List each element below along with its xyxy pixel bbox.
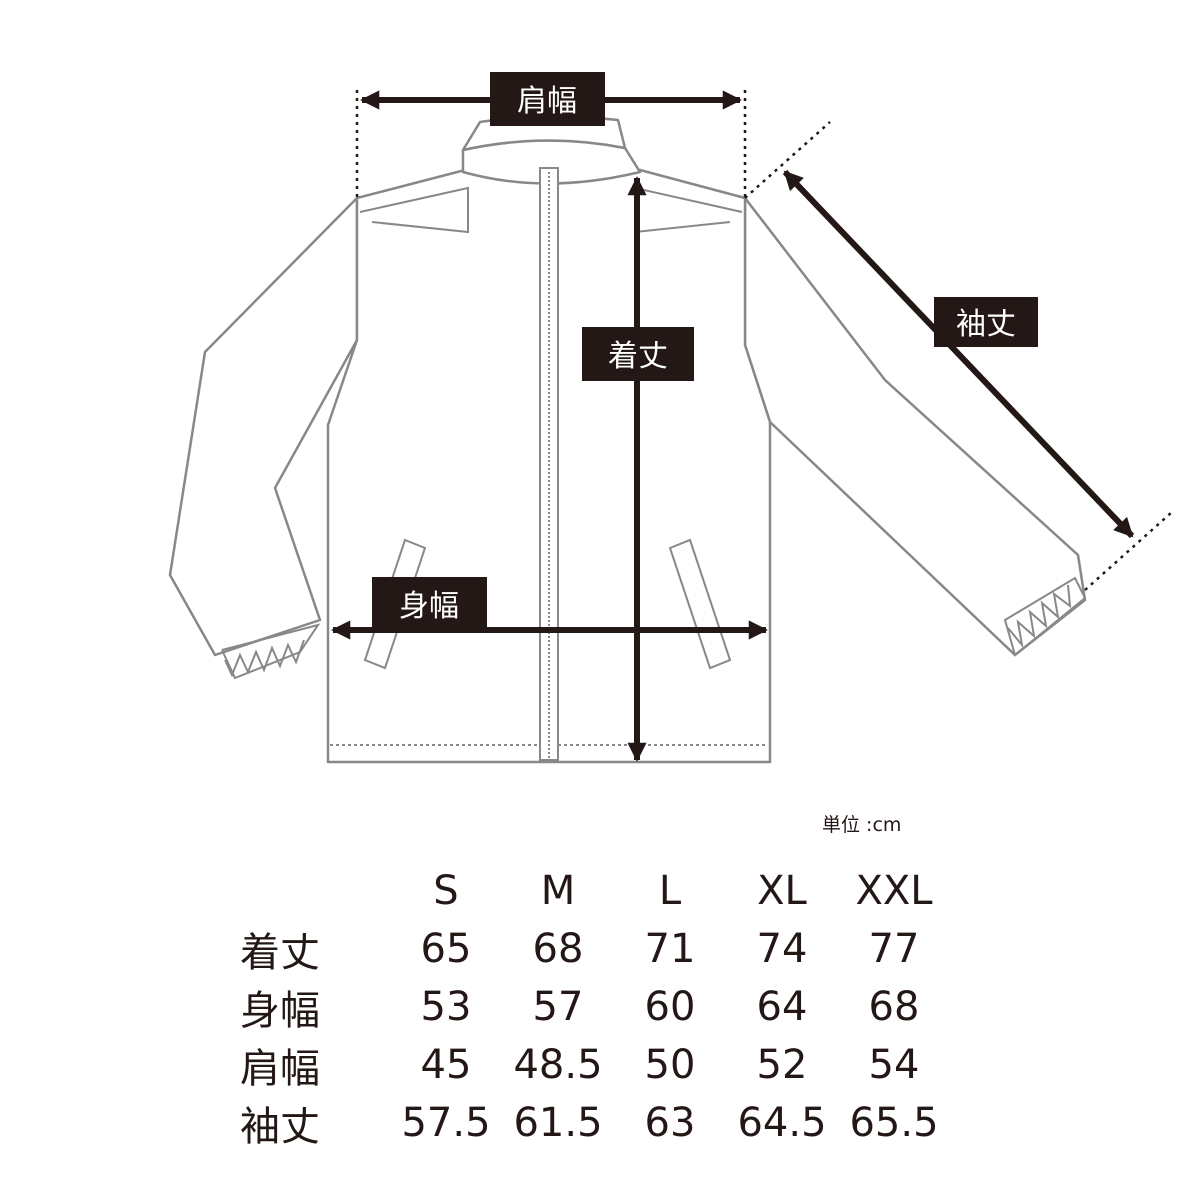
row-label: 袖丈 [240,1104,320,1150]
table-cell: 57.5 [401,1100,491,1146]
table-cell: 63 [644,1100,696,1146]
unit-label: 単位 :cm [822,814,902,836]
table-cell: 50 [644,1042,696,1088]
length-label: 着丈 [608,339,668,374]
table-cell: 45 [420,1042,472,1088]
table-cell: 71 [644,926,696,972]
row-label: 身幅 [240,988,320,1034]
table-row: 袖丈 57.5 61.5 63 64.5 65.5 [230,1094,950,1152]
table-cell: 74 [756,926,808,972]
size-chart-table: S M L XL XXL 着丈 65 68 71 74 77 身幅 53 57 … [230,862,950,1152]
sleeve-bottom-guide [1084,511,1173,591]
size-header: XXL [855,868,933,914]
row-label: 肩幅 [240,1046,320,1092]
sleeve-label: 袖丈 [956,307,1016,342]
left-yoke [359,186,469,234]
table-cell: 57 [532,984,584,1030]
body-width-label: 身幅 [399,589,459,624]
left-cuff-ribs [224,639,305,678]
size-header: L [658,868,682,914]
length-tag: 着丈 [582,327,694,381]
table-cell: 52 [756,1042,808,1088]
table-cell: 48.5 [513,1042,603,1088]
reference-lines [355,90,1173,591]
shoulder-label: 肩幅 [517,84,577,119]
table-cell: 61.5 [513,1100,603,1146]
table-cell: 77 [868,926,920,972]
table-cell: 53 [420,984,472,1030]
table-cell: 60 [644,984,696,1030]
table-row: 身幅 53 57 60 64 68 [230,978,950,1036]
size-header: M [540,868,576,914]
size-header: S [433,868,459,914]
table-cell: 68 [532,926,584,972]
jacket-outline [168,115,1087,764]
header-corner [230,862,390,920]
sleeve-tag: 袖丈 [934,297,1038,347]
sleeve-top-guide [744,121,831,199]
right-sleeve [743,196,1087,657]
size-header: XL [757,868,807,914]
sleeve-arrow [782,169,1135,539]
right-cuff [1003,576,1087,657]
table-cell: 65 [420,926,472,972]
table-cell: 54 [868,1042,920,1088]
body-width-tag: 身幅 [372,577,487,631]
jacket-measurement-diagram: 肩幅 着丈 袖丈 身幅 [168,72,1173,764]
right-cuff-ribs [1007,584,1072,649]
row-label: 着丈 [240,930,320,976]
size-header-row: S M L XL XXL [230,862,950,920]
shoulder-tag: 肩幅 [490,72,605,126]
table-cell: 64.5 [737,1100,827,1146]
table-row: 着丈 65 68 71 74 77 [230,920,950,978]
table-row: 肩幅 45 48.5 50 52 54 [230,1036,950,1094]
table-cell: 68 [868,984,920,1030]
table-cell: 65.5 [849,1100,939,1146]
table-cell: 64 [756,984,808,1030]
